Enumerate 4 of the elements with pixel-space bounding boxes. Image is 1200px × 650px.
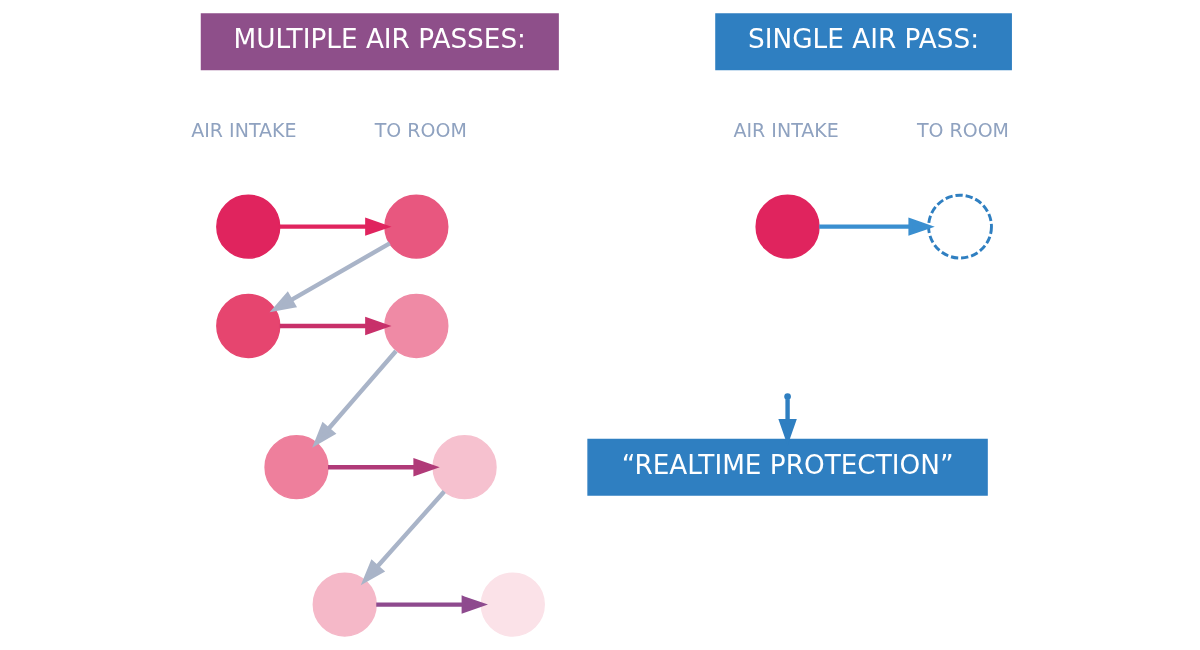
label: AIR INTAKE (732, 119, 839, 142)
label: AIR INTAKE (190, 119, 297, 142)
label: TO ROOM (916, 119, 1009, 142)
label: TO ROOM (374, 119, 467, 142)
